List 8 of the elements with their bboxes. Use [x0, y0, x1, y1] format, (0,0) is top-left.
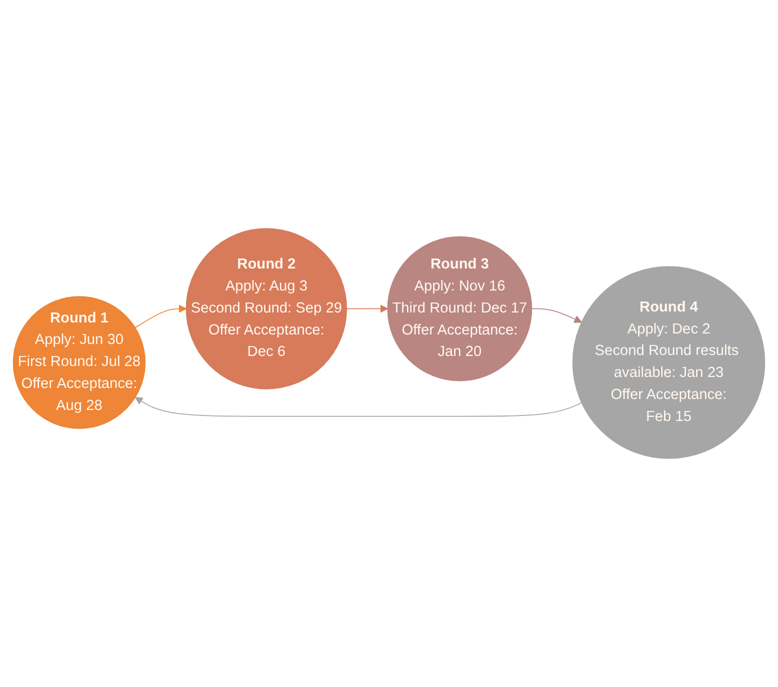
arrow	[346, 304, 388, 313]
node-circle: Round 1 Apply: Jun 30 First Round: Jul 28 Offer Acceptance: Aug 28	[12, 296, 146, 429]
arrow	[134, 304, 187, 328]
arrow	[531, 308, 582, 323]
node-circle: Round 3 Apply: Nov 16 Third Round: Dec 17 Offer Acceptance: Jan 20	[387, 236, 532, 382]
arrow	[134, 396, 582, 417]
node-circle: Round 2 Apply: Aug 3 Second Round: Sep 29 Offer Acceptance: Dec 6	[186, 228, 348, 390]
node-circle: Round 4 Apply: Dec 2 Second Round results available: Jan 23 Offer Acceptance: Feb 15	[572, 266, 766, 459]
